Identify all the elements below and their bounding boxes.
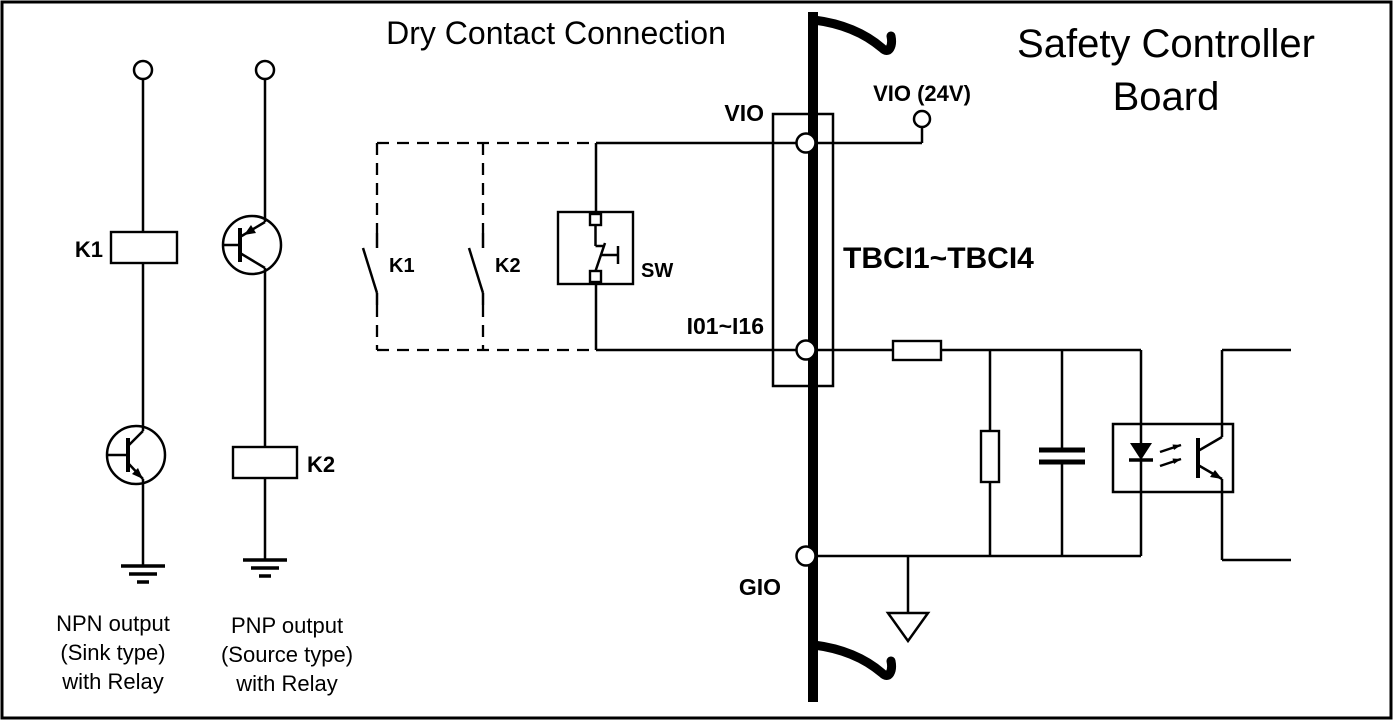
contact-k2: K2 [467, 143, 521, 350]
chassis-ground-triangle [885, 611, 931, 644]
shunt-resistor [979, 429, 1001, 484]
ground-symbol [121, 564, 165, 584]
input-filter-circuit [806, 339, 1141, 644]
bus-break-bottom [809, 640, 896, 680]
pnp-caption-line1: PNP output [231, 613, 343, 638]
light-arrow-head [1172, 444, 1181, 450]
pnp-top-terminal [254, 59, 276, 81]
contact-blade [361, 247, 379, 294]
contact-k1-label: K1 [389, 255, 415, 277]
series-resistor [891, 339, 943, 362]
relay-coil-k1 [109, 230, 179, 265]
led-triangle [1130, 443, 1152, 460]
pnp-caption-line2: (Source type) [221, 642, 353, 667]
contact-blade [467, 247, 485, 294]
relay-coil-k2 [231, 445, 299, 480]
npn-relay-label: K1 [75, 237, 103, 262]
inputs-label: I01~I16 [687, 313, 764, 339]
npn-emitter-arrow [132, 468, 143, 479]
pnp-relay-label: K2 [307, 452, 335, 477]
npn-transistor-circle [105, 424, 167, 486]
vio-label: VIO [724, 100, 764, 126]
board-title-line1: Safety Controller [1017, 22, 1315, 66]
switch-terminal [588, 212, 603, 227]
diagram-title: Dry Contact Connection [386, 15, 726, 51]
optocoupler [1111, 348, 1291, 562]
bus-break-top [809, 15, 896, 55]
npn-transistor-collector [127, 430, 144, 447]
input-terminal [795, 339, 817, 361]
board-title-line2: Board [1113, 75, 1220, 119]
light-arrow-head [1172, 458, 1181, 464]
npn-example: K1 NPN output (Sink type) with Relay [56, 59, 179, 694]
contact-k2-label: K2 [495, 255, 521, 277]
pnp-transistor-collector [239, 251, 266, 270]
optocoupler-box [1111, 422, 1235, 494]
gio-terminal [795, 545, 817, 567]
ground-symbol [243, 558, 287, 578]
npn-caption-line2: (Sink type) [60, 640, 165, 665]
vio-24v-terminal [912, 109, 932, 129]
dry-contact-section: K1 K2 SW [361, 141, 673, 352]
contact-k1: K1 [361, 143, 415, 350]
pnp-example: K2 PNP output (Source type) with Relay [221, 59, 353, 696]
sw-label: SW [641, 260, 673, 282]
npn-caption-line3: with Relay [61, 669, 163, 694]
phototransistor-collector [1197, 435, 1223, 453]
switch-blade [594, 242, 607, 272]
tbci-label: TBCI1~TBCI4 [843, 242, 1034, 275]
vio-terminal [795, 132, 817, 154]
pnp-caption-line3: with Relay [235, 671, 337, 696]
switch-terminal [588, 269, 603, 284]
npn-caption-line1: NPN output [56, 611, 170, 636]
vio-24v-label: VIO (24V) [873, 81, 971, 106]
phototransistor-emitter-arrow [1210, 470, 1222, 479]
gio-label: GIO [739, 574, 781, 600]
controller-board-section: VIO VIO (24V) TBCI1~TBCI4 I01~I16 GIO [596, 12, 1034, 702]
npn-top-terminal [132, 59, 154, 81]
sw-switch: SW [556, 143, 673, 350]
terminal-block [771, 112, 835, 388]
pnp-emitter-arrow [244, 225, 256, 235]
